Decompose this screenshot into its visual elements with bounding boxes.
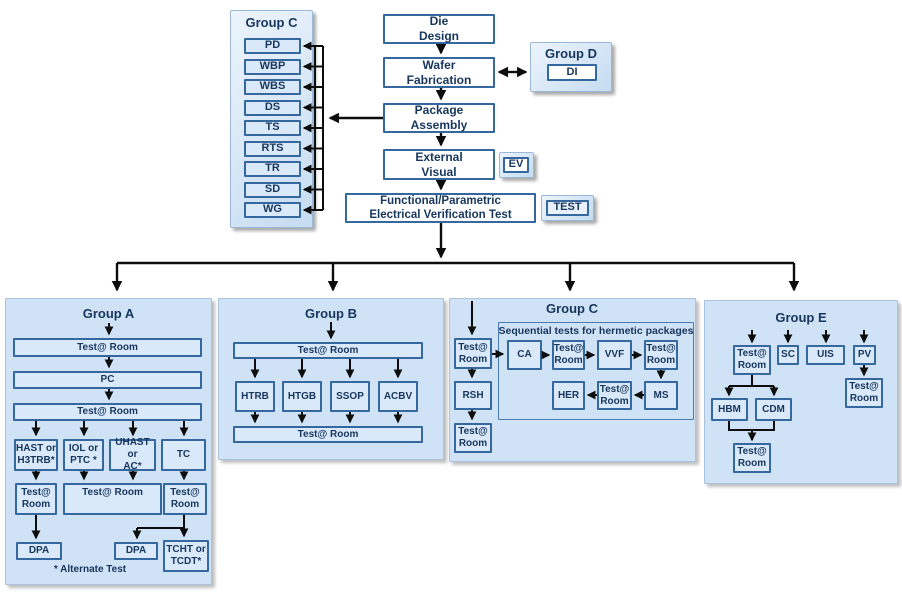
group-a-pc: PC — [13, 371, 202, 389]
group-e-cdm: CDM — [755, 398, 792, 421]
group-b-htgb: HTGB — [282, 381, 322, 412]
group-b-acbv: ACBV — [378, 381, 418, 412]
flow-box-package-assembly: Package Assembly — [383, 103, 495, 133]
group-a-test-room-mid: Test@ Room — [63, 483, 162, 515]
box-sd: SD — [244, 181, 301, 198]
box-test: TEST — [546, 200, 589, 216]
group-e-test-room-pv: Test@ Room — [845, 378, 883, 408]
group-a-test-room-1: Test@ Room — [13, 338, 202, 357]
box-wbp: WBP — [244, 58, 301, 75]
group-e-sc: SC — [777, 345, 799, 365]
group-a-hast: HAST or H3TRB* — [14, 439, 58, 471]
flow-box-functional-parametric-test: Functional/Parametric Electrical Verific… — [345, 193, 536, 223]
group-d-title: Group D — [545, 46, 597, 61]
group-c-vvf: VVF — [597, 340, 632, 370]
box-wbs: WBS — [244, 79, 301, 95]
flow-box-die-design: Die Design — [383, 14, 495, 44]
group-e-test-room-top: Test@ Room — [733, 345, 771, 375]
group-a-alternate-test-note: * Alternate Test — [53, 564, 127, 575]
subpanel-sequential-hermetic — [498, 322, 694, 420]
box-wg: WG — [244, 202, 301, 218]
group-a-uhast: UHAST or AC* — [109, 437, 156, 472]
box-ds: DS — [244, 99, 301, 116]
box-pd: PD — [244, 38, 301, 54]
box-rts: RTS — [244, 140, 301, 157]
group-b-test-room-bottom: Test@ Room — [233, 426, 423, 443]
box-tr: TR — [244, 161, 301, 177]
flow-box-wafer-fabrication: Wafer Fabrication — [383, 57, 495, 88]
subpanel-title: Sequential tests for hermetic packages — [498, 325, 694, 337]
group-b-htrb: HTRB — [235, 381, 275, 412]
group-c-test-room-seq-2: Test@ Room — [644, 340, 678, 370]
group-c-rsh: RSH — [454, 381, 492, 410]
group-c-test-room-left-1: Test@ Room — [454, 338, 492, 369]
group-a-test-room-2: Test@ Room — [13, 403, 202, 421]
group-a-iol: IOL or PTC * — [63, 439, 104, 471]
group-a-dpa-right: DPA — [114, 542, 158, 560]
group-a-tc: TC — [161, 439, 206, 471]
group-e-title: Group E — [775, 310, 827, 325]
group-a-tcht: TCHT or TCDT* — [163, 540, 209, 572]
group-c-top-title: Group C — [245, 15, 298, 30]
group-b-title: Group B — [305, 306, 357, 321]
group-c-test-room-seq-3: Test@ Room — [597, 381, 632, 410]
group-c-ms: MS — [644, 381, 678, 410]
group-c-test-room-seq-1: Test@ Room — [552, 340, 585, 370]
group-a-test-room-tc: Test@ Room — [163, 483, 207, 515]
group-a-title: Group A — [82, 306, 135, 321]
group-c-her: HER — [552, 381, 585, 410]
box-di: DI — [547, 64, 597, 81]
box-ev: EV — [503, 157, 529, 173]
group-e-pv: PV — [853, 345, 876, 365]
group-c-test-room-left-2: Test@ Room — [454, 423, 492, 453]
group-e-test-room-bottom: Test@ Room — [733, 443, 771, 473]
group-b-test-room-top: Test@ Room — [233, 342, 423, 359]
box-ts: TS — [244, 120, 301, 136]
group-b-ssop: SSOP — [330, 381, 370, 412]
group-c-bottom-title: Group C — [546, 301, 598, 316]
group-c-ca: CA — [507, 340, 542, 370]
group-e-hbm: HBM — [711, 398, 748, 421]
flow-box-external-visual: External Visual — [383, 149, 495, 180]
group-a-test-room-hast: Test@ Room — [15, 483, 57, 515]
group-a-dpa-left: DPA — [16, 542, 62, 560]
group-e-uis: UIS — [806, 345, 845, 365]
